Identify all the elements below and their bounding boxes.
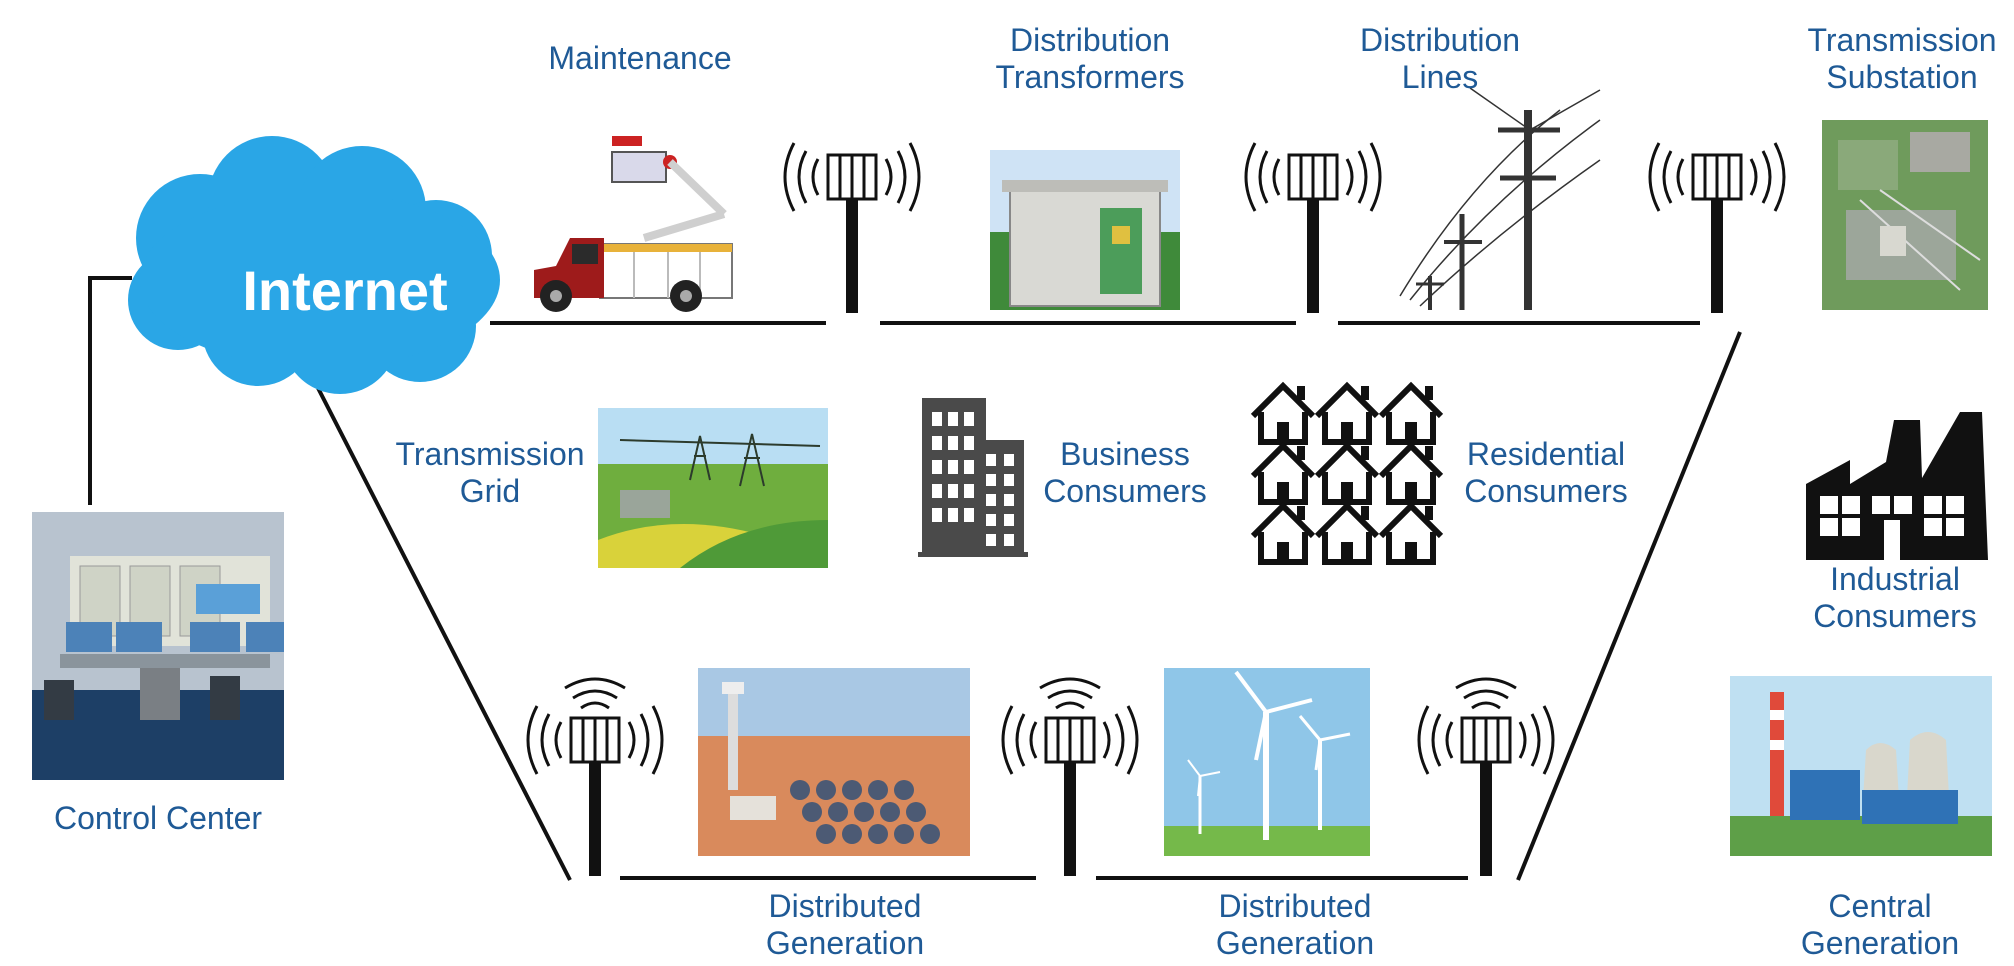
- antenna-icon: [528, 679, 662, 876]
- control-center-link: [88, 276, 132, 505]
- factory-icon: [1806, 412, 1988, 560]
- distribution-lines-label: Distribution Lines: [1359, 22, 1521, 95]
- distributed-generation-1-label: Distributed Generation: [765, 888, 925, 961]
- industrial-consumers-label: Industrial Consumers: [1813, 561, 1977, 634]
- internet-label: Internet: [242, 259, 448, 322]
- residential-houses-icon: [1253, 386, 1441, 562]
- maintenance-truck-icon: [534, 136, 733, 312]
- distribution-transformer-image: [990, 150, 1180, 310]
- distributed-generation-2-label: Distributed Generation: [1215, 888, 1375, 961]
- transmission-grid-label: Transmission Grid: [395, 436, 585, 509]
- right-diagonal: [1516, 331, 1742, 881]
- transmission-substation-image: [1822, 120, 1988, 310]
- business-consumers-label: Business Consumers: [1043, 436, 1207, 509]
- distribution-lines-image: [1399, 87, 1601, 310]
- left-diagonal: [316, 387, 572, 881]
- central-generation-label: Central Generation: [1800, 888, 1960, 961]
- transmission-grid-image: [598, 408, 828, 568]
- internet-cloud: [128, 136, 500, 394]
- solar-plant-image: [698, 668, 970, 856]
- wind-farm-image: [1164, 668, 1370, 856]
- transmission-substation-label: Transmission Substation: [1807, 22, 1997, 95]
- residential-consumers-label: Residential Consumers: [1464, 436, 1628, 509]
- control-center-image: [32, 512, 284, 780]
- antenna-icon: [783, 141, 921, 315]
- antenna-icon: [1244, 141, 1382, 315]
- maintenance-label: Maintenance: [548, 40, 732, 76]
- control-center-label: Control Center: [53, 800, 263, 836]
- distribution-transformers-label: Distribution Transformers: [995, 22, 1185, 95]
- business-building-icon: [918, 398, 1028, 557]
- central-generation-image: [1730, 676, 1992, 856]
- connection-lines: [88, 276, 1742, 881]
- antenna-icon: [1003, 679, 1137, 876]
- antenna-icon: [1648, 141, 1786, 315]
